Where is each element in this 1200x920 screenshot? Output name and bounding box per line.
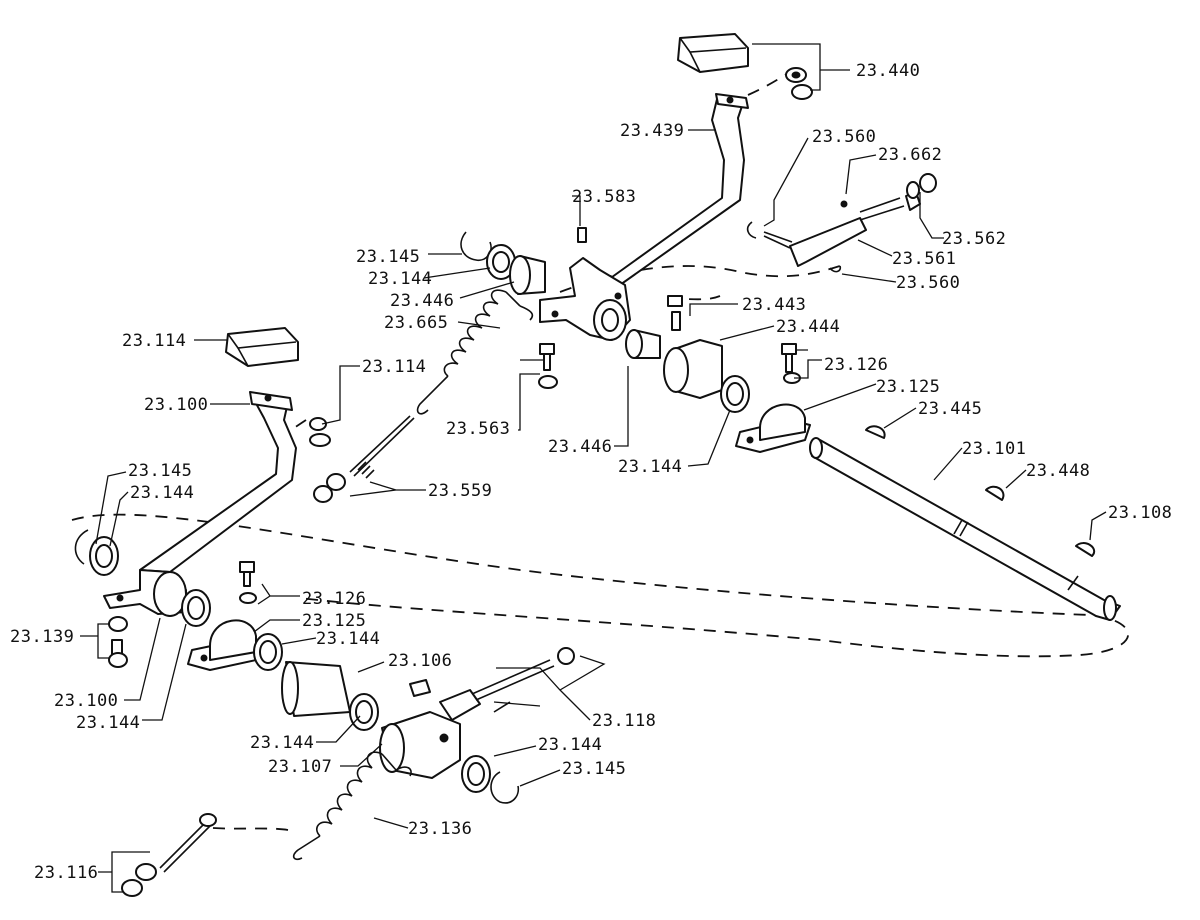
callout-label: 23.583 <box>572 187 636 207</box>
callout-label: 23.443 <box>742 295 806 315</box>
upper-pedal-pad <box>677 33 749 73</box>
callout-label: 23.665 <box>384 313 448 333</box>
callout-label: 23.118 <box>592 711 656 731</box>
callout-label: 23.560 <box>812 127 876 147</box>
callout-label: 23.144 <box>618 457 682 477</box>
callout-label: 23.562 <box>942 229 1006 249</box>
callout-label: 23.446 <box>390 291 454 311</box>
callout-label: 23.114 <box>362 357 426 377</box>
callout-label: 23.108 <box>1108 503 1172 523</box>
lower-spring-23136 <box>292 751 412 861</box>
callout-label: 23.144 <box>316 629 380 649</box>
key-23448 <box>985 485 1005 501</box>
callout-label: 23.561 <box>892 249 956 269</box>
callout-label: 23.145 <box>562 759 626 779</box>
callout-label: 23.145 <box>356 247 420 267</box>
upper-bushings <box>460 231 811 453</box>
left-pedal-assembly <box>103 327 299 617</box>
callout-label: 23.100 <box>144 395 208 415</box>
left-pedal-pad <box>225 327 299 367</box>
callout-label: 23.125 <box>302 611 366 631</box>
callout-label: 23.126 <box>824 355 888 375</box>
clevis-rod <box>789 217 867 267</box>
callout-label: 23.144 <box>538 735 602 755</box>
upper-spring-23665 <box>416 289 534 415</box>
callout-label: 23.144 <box>130 483 194 503</box>
left-bushings <box>74 529 575 804</box>
callout-label: 23.448 <box>1026 461 1090 481</box>
callout-label: 23.125 <box>876 377 940 397</box>
callout-label: 23.144 <box>368 269 432 289</box>
callout-label: 23.114 <box>122 331 186 351</box>
callout-label: 23.662 <box>878 145 942 165</box>
key-23445 <box>865 425 886 439</box>
callout-label: 23.116 <box>34 863 98 883</box>
callout-label: 23.106 <box>388 651 452 671</box>
callout-label: 23.440 <box>856 61 920 81</box>
callout-label: 23.563 <box>446 419 510 439</box>
callout-label: 23.101 <box>962 439 1026 459</box>
callout-label: 23.100 <box>54 691 118 711</box>
callout-label: 23.439 <box>620 121 684 141</box>
callout-label: 23.139 <box>10 627 74 647</box>
callout-label: 23.560 <box>896 273 960 293</box>
callout-label: 23.144 <box>250 733 314 753</box>
callout-label: 23.126 <box>302 589 366 609</box>
upper-pedal-assembly <box>539 33 813 341</box>
pad-nut-2 <box>791 84 813 100</box>
callout-label: 23.446 <box>548 437 612 457</box>
callout-label: 23.136 <box>408 819 472 839</box>
key-23108 <box>1075 542 1095 557</box>
callout-label: 23.445 <box>918 399 982 419</box>
cross-shaft-23101 <box>809 425 1121 621</box>
leader-lines <box>80 43 1107 893</box>
callout-labels: 23.440 23.439 23.560 23.662 23.583 23.56… <box>10 61 1172 883</box>
callout-label: 23.559 <box>428 481 492 501</box>
threaded-rod-23559 <box>309 415 415 503</box>
callout-label: 23.145 <box>128 461 192 481</box>
linkage-rod-assembly <box>746 173 937 273</box>
callout-label: 23.444 <box>776 317 840 337</box>
eyebolt-23116 <box>121 813 217 897</box>
callout-label: 23.144 <box>76 713 140 733</box>
callout-label: 23.107 <box>268 757 332 777</box>
